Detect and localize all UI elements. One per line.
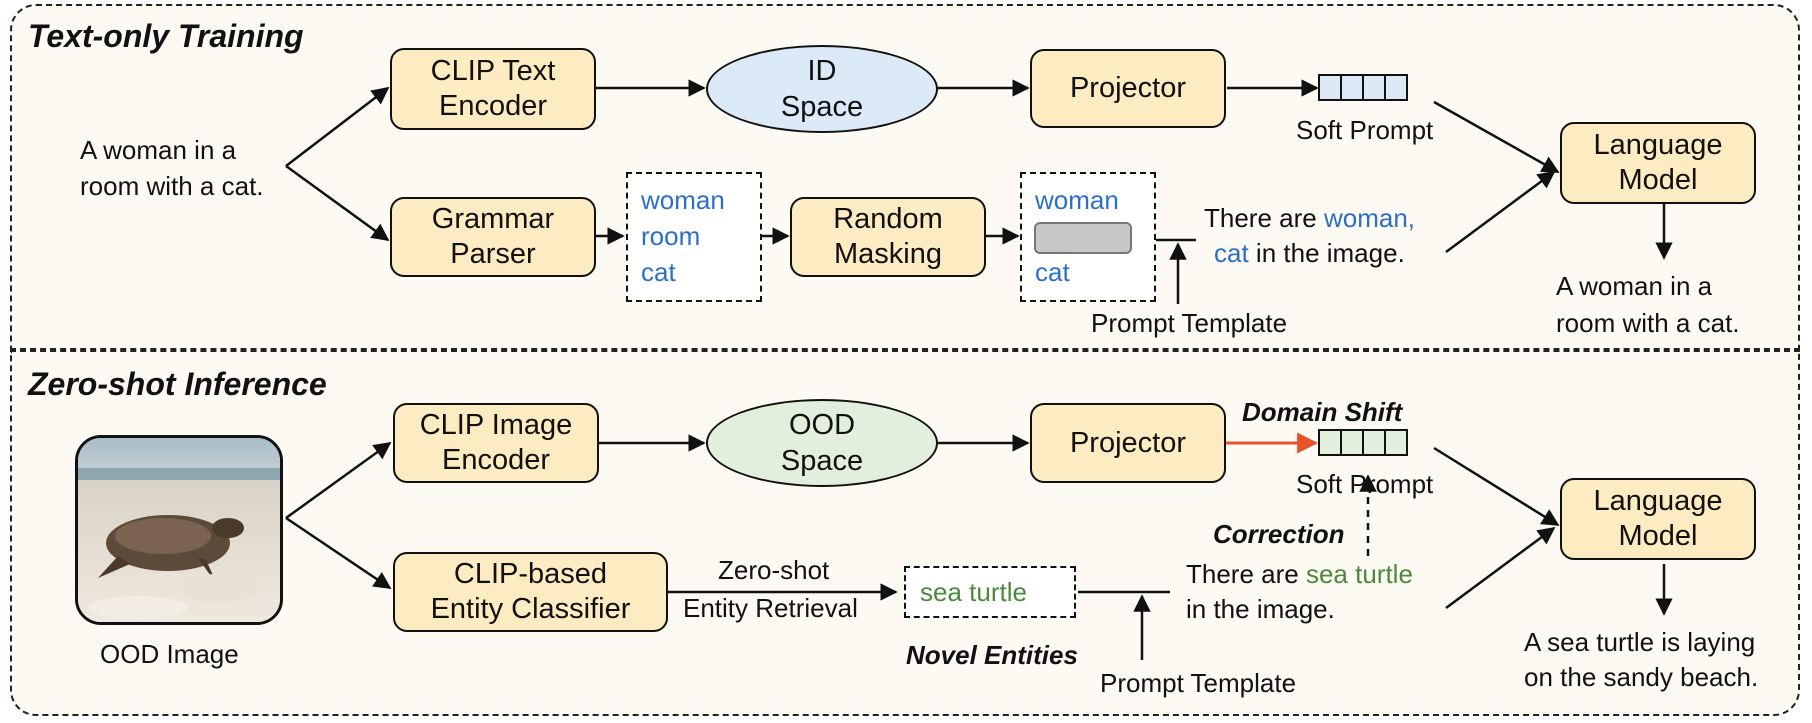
novel-entity-sea-turtle: sea turtle: [920, 577, 1027, 607]
novel-entities-label: Novel Entities: [906, 640, 1078, 670]
correction-label: Correction: [1213, 519, 1345, 549]
top-language-model-box: Language Model: [1560, 122, 1756, 204]
entity-room: room: [641, 221, 701, 251]
entity-classifier-box: CLIP-based Entity Classifier: [393, 552, 668, 632]
bottom-sentence-prefix: There are: [1186, 559, 1299, 589]
bottom-language-model-box: Language Model: [1560, 478, 1756, 560]
top-projector-box: Projector: [1030, 49, 1226, 128]
top-prompt-sentence-line1: There are woman,: [1204, 200, 1415, 237]
top-prompt-sentence-line2: cat in the image.: [1214, 235, 1405, 272]
novel-entity-box: sea turtle: [904, 566, 1076, 618]
sentence-entity-cat: cat: [1214, 238, 1249, 268]
entity-woman: woman: [641, 185, 725, 215]
retrieval-label-line2: Entity Retrieval: [683, 593, 858, 623]
clip-text-encoder-box: CLIP Text Encoder: [390, 48, 596, 130]
bottom-output-line1: A sea turtle is laying: [1524, 627, 1756, 657]
bottom-soft-prompt-tokens: [1318, 429, 1408, 456]
masked-token-placeholder: [1034, 222, 1132, 254]
bottom-output-line2: on the sandy beach.: [1524, 662, 1759, 692]
entity-cat: cat: [641, 257, 676, 287]
domain-shift-label: Domain Shift: [1242, 397, 1403, 427]
bottom-soft-prompt-label: Soft Prompt: [1296, 469, 1434, 499]
top-soft-prompt-label: Soft Prompt: [1296, 115, 1434, 145]
bottom-prompt-template-label: Prompt Template: [1100, 668, 1297, 698]
zero-shot-inference-title: Zero-shot Inference: [28, 366, 327, 402]
section-divider: [10, 348, 1800, 350]
bottom-sentence-entity: sea turtle: [1305, 559, 1413, 589]
masked-entity-woman: woman: [1035, 185, 1119, 215]
ood-space-ellipse: OOD Space: [706, 399, 938, 487]
sea-turtle-photo: [78, 438, 280, 622]
bottom-projector-box: Projector: [1030, 403, 1226, 483]
sentence-entities: woman,: [1323, 203, 1416, 233]
text-only-training-title: Text-only Training: [28, 18, 304, 54]
id-space-ellipse: ID Space: [706, 45, 938, 133]
parsed-entities-box: woman room cat: [626, 172, 762, 302]
retrieval-label-line1: Zero-shot: [718, 555, 830, 585]
input-caption-line2: room with a cat.: [80, 171, 264, 201]
sentence-suffix: in the image.: [1255, 238, 1405, 268]
ood-image: [75, 435, 283, 625]
top-prompt-template-label: Prompt Template: [1091, 308, 1288, 338]
bottom-prompt-sentence-line2: in the image.: [1186, 594, 1335, 624]
masked-entity-cat: cat: [1035, 257, 1070, 287]
random-masking-box: Random Masking: [790, 197, 986, 277]
top-soft-prompt-tokens: [1318, 74, 1408, 101]
input-caption-line1: A woman in a: [80, 135, 237, 165]
grammar-parser-box: Grammar Parser: [390, 197, 596, 277]
ood-image-label: OOD Image: [100, 639, 239, 669]
top-output-line1: A woman in a: [1556, 271, 1713, 301]
top-output-line2: room with a cat.: [1556, 308, 1740, 338]
sentence-prefix: There are: [1204, 203, 1317, 233]
masked-entities-box: woman cat: [1020, 172, 1156, 302]
clip-image-encoder-box: CLIP Image Encoder: [393, 403, 599, 483]
bottom-prompt-sentence-line1: There are sea turtle: [1186, 556, 1413, 593]
